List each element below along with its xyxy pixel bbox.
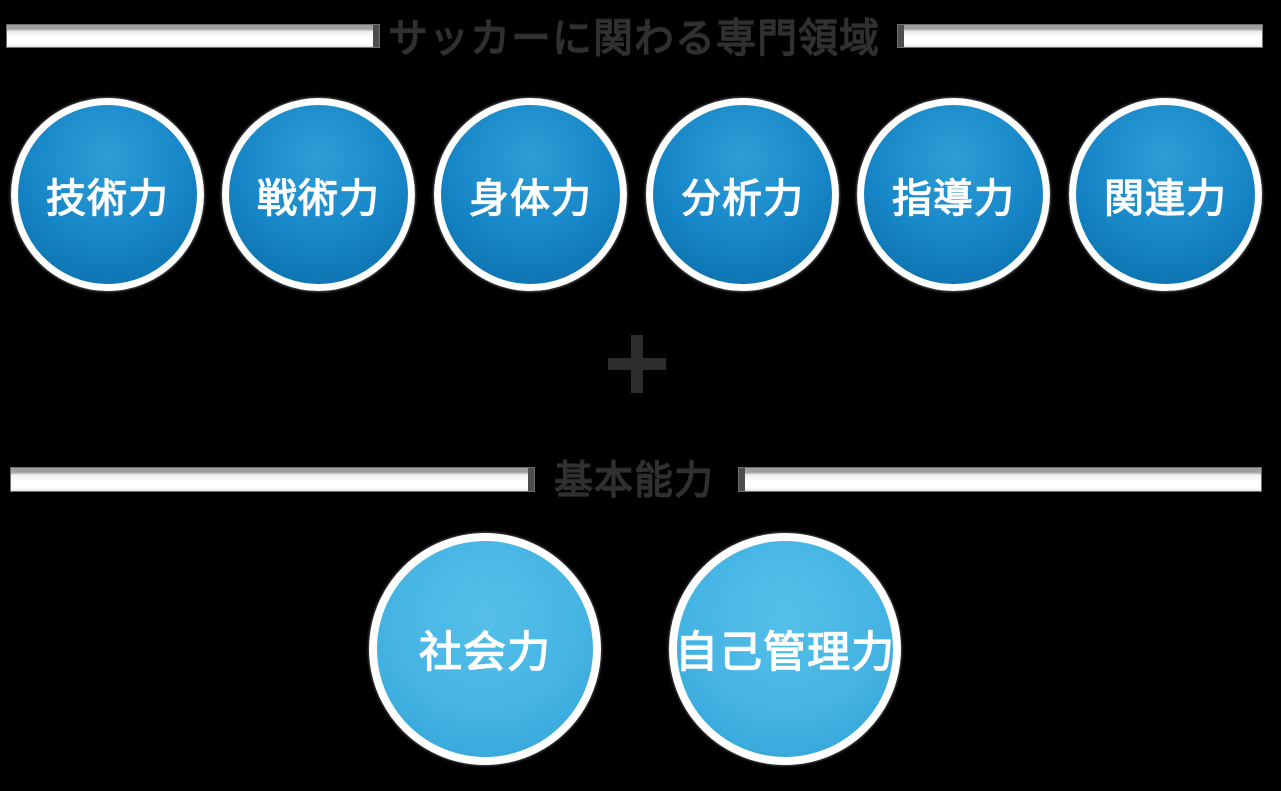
circle-tactical-skill: 戦術力: [222, 98, 415, 291]
circle-label-tactical-skill: 戦術力: [257, 175, 380, 222]
circle-connection-ability: 関連力: [1069, 98, 1262, 291]
circle-analytical-ability: 分析力: [646, 98, 839, 291]
circle-coaching-ability: 指導力: [857, 98, 1050, 291]
circle-social-ability: 社会力: [369, 533, 601, 765]
circle-label-technical-skill: 技術力: [46, 175, 169, 222]
bottom-title-bar-right: [738, 467, 1262, 492]
top-title-bar-right: [897, 24, 1263, 48]
circle-label-coaching-ability: 指導力: [892, 175, 1015, 222]
circle-label-social-ability: 社会力: [419, 628, 551, 678]
circle-physical-ability: 身体力: [434, 98, 627, 291]
circle-label-physical-ability: 身体力: [469, 175, 592, 222]
bottom-section-title: 基本能力: [553, 459, 714, 504]
circle-technical-skill: 技術力: [11, 98, 204, 291]
top-title-bar-left: [6, 24, 380, 48]
top-section-title: サッカーに関わる専門領域: [388, 16, 880, 62]
plus-icon: [608, 335, 666, 393]
circle-label-connection-ability: 関連力: [1104, 175, 1227, 222]
circle-self-management-ability: 自己管理力: [669, 533, 901, 765]
circle-label-self-management-ability: 自己管理力: [675, 628, 895, 678]
circle-label-analytical-ability: 分析力: [681, 175, 804, 222]
bottom-title-bar-left: [10, 467, 535, 492]
